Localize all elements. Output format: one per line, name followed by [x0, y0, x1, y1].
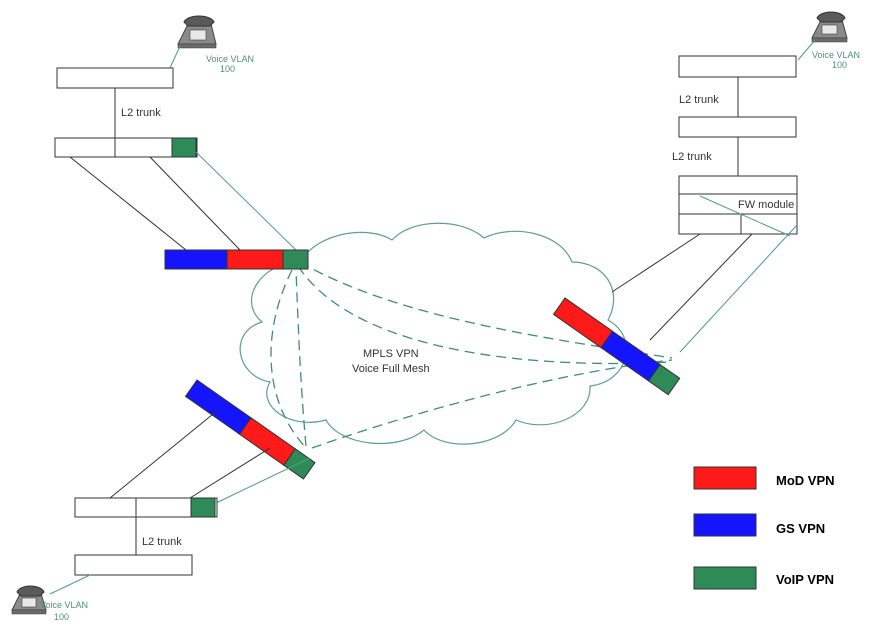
- voice-vlan-id: 100: [832, 60, 847, 70]
- distribution-switch: [54, 137, 198, 158]
- legend-label-gs: GS VPN: [776, 521, 825, 536]
- voice-vlan-id: 100: [220, 64, 235, 74]
- cloud-label-line1: MPLS VPN: [363, 348, 419, 360]
- mesh-link-topleft-bottomleft: [270, 269, 307, 449]
- voice-vlan-label: Voice VLAN: [206, 54, 254, 64]
- access-switch: [678, 55, 797, 78]
- phone-icon: [11, 585, 47, 615]
- voip-port: [190, 497, 216, 518]
- pe-router-bottom-left: [184, 379, 316, 480]
- mesh-link-bottomleft-topleft: [295, 269, 307, 447]
- legend-label-voip: VoIP VPN: [776, 572, 834, 587]
- voice-vlan-id: 100: [54, 612, 69, 622]
- pe-router-right: [552, 297, 681, 396]
- site-top-left: Voice VLAN 100 L2 trunk: [54, 15, 309, 270]
- legend-label-mod: MoD VPN: [776, 473, 835, 488]
- mesh-link-topleft-right-lower: [297, 265, 671, 365]
- mesh-link-bottomleft-right: [311, 359, 673, 449]
- pe-router-top-left: [164, 249, 309, 270]
- l2-trunk-label-1: L2 trunk: [679, 94, 719, 106]
- site-bottom-left: L2 trunk Voice VLAN 100: [11, 379, 316, 622]
- access-switch: [74, 554, 193, 576]
- l2-trunk-label-2: L2 trunk: [672, 151, 712, 163]
- l2-trunk-label: L2 trunk: [121, 107, 161, 119]
- l2-trunk-label: L2 trunk: [142, 536, 182, 548]
- legend-swatch-voip: [693, 566, 757, 590]
- aggregation-switch: [678, 116, 797, 138]
- legend: MoD VPN GS VPN VoIP VPN: [693, 466, 835, 590]
- voip-port: [171, 137, 197, 158]
- site-right: Voice VLAN 100 L2 trunk L2 trunk FW modu…: [552, 11, 860, 396]
- phone-icon: [177, 15, 217, 49]
- access-switch: [56, 67, 174, 89]
- voice-vlan-label: Voice VLAN: [812, 50, 860, 60]
- fw-module-label: FW module: [738, 199, 794, 211]
- cloud-label-line2: Voice Full Mesh: [352, 363, 430, 375]
- core-switch-with-fw: [678, 175, 798, 235]
- legend-swatch-mod: [693, 466, 757, 490]
- mpls-cloud: [239, 222, 627, 445]
- voice-vlan-label: Voice VLAN: [40, 600, 88, 610]
- legend-swatch-gs: [693, 513, 757, 537]
- distribution-switch: [74, 497, 218, 518]
- phone-icon: [811, 11, 848, 43]
